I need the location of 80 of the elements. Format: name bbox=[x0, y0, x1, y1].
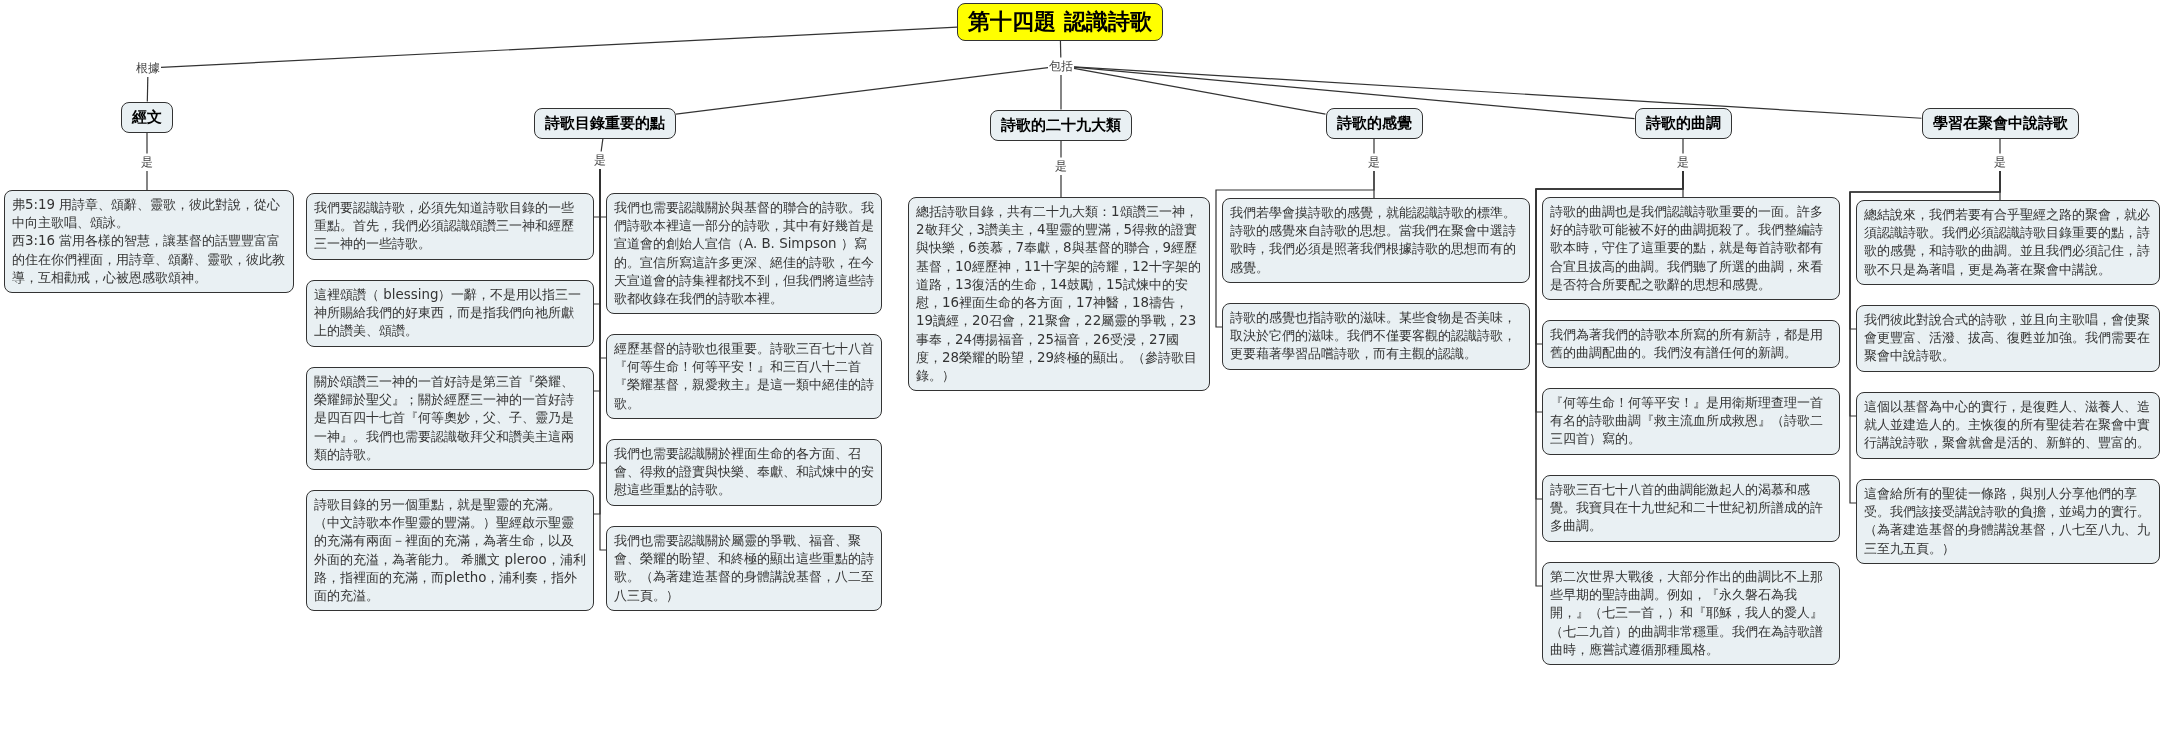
note-box bbox=[4, 190, 294, 294]
note-text: 詩歌三百七十八首的曲調能激起人的渴慕和感覺。我寶貝在十九世紀和二十世紀初所譜成的許多曲調。 bbox=[1550, 481, 1824, 536]
connector-line bbox=[160, 26, 958, 68]
connector-line bbox=[1682, 137, 1684, 155]
connector-line bbox=[1073, 66, 1923, 119]
connector-line bbox=[1215, 169, 1375, 328]
note-box bbox=[306, 367, 594, 471]
connector-line bbox=[146, 131, 148, 155]
concept-label: 詩歌目錄重要的點 bbox=[545, 113, 665, 133]
note-text: 我們也需要認識關於屬靈的爭戰、福音、聚會、榮耀的盼望、和終極的顯出這些重點的詩歌。（為著建造基督的身體講說基督，八二至八三頁。） bbox=[614, 532, 874, 605]
connector-line bbox=[1849, 169, 2001, 504]
concept-label: 詩歌的二十九大類 bbox=[1001, 115, 1121, 135]
linking-phrase: 是 bbox=[1676, 153, 1690, 171]
note-text: 這會給所有的聖徒一條路，與別人分享他們的享受。我們該接受講說詩歌的負擔，並竭力的實行。（為著建造基督的身體講說基督，八七至八九、九三至九五頁。） bbox=[1864, 485, 2151, 558]
note-text: 總括詩歌目錄，共有二十九大類：1頌讚三一神，2敬拜父，3讚美主，4聖靈的豐滿，5得救的證實與快樂，6羨慕，7奉獻，8與基督的聯合，9經歷基督，10經歷神，11十字架的誇耀，12十字架的道路，13復活的生命，14鼓勵，15試煉中的安慰，16裡面生命的各方面，17神醫，18禱告，19讀經，20召會，21聚會，22屬靈的爭戰，23事奉，24傳揚福音，25福音，26受浸，27國度，28榮耀的盼望，29終極的顯出。（參詩歌目錄。） bbox=[916, 203, 1202, 385]
note-text: 我們為著我們的詩歌本所寫的所有新詩，都是用舊的曲調配曲的。我們沒有譜任何的新調。 bbox=[1550, 326, 1824, 363]
concept-label: 學習在聚會中說詩歌 bbox=[1932, 113, 2068, 133]
note-box bbox=[1542, 197, 1840, 301]
concept-label: 第十四題 認識詩歌 bbox=[968, 7, 1152, 36]
note-text: 『何等生命！何等平安！』是用衛斯理查理一首有名的詩歌曲調『救主流血所成救恩』（詩歌二三四首）寫的。 bbox=[1550, 394, 1824, 449]
connector-line bbox=[1060, 139, 1062, 159]
linking-phrase: 是 bbox=[140, 153, 154, 171]
note-text: 詩歌的感覺也指詩歌的滋味。某些食物是否美味，取決於它們的滋味。我們不僅要客觀的認識詩歌，更要藉著學習品嚐詩歌，而有主觀的認識。 bbox=[1230, 309, 1517, 364]
note-text: 我們也需要認識關於裡面生命的各方面、召會、得救的證實與快樂、奉獻、和試煉中的安慰這些重點的詩歌。 bbox=[614, 445, 874, 500]
linking-phrase: 根據 bbox=[135, 59, 161, 77]
concept-box bbox=[1325, 107, 1423, 139]
note-text: 詩歌目錄的另一個重點，就是聖靈的充滿。（中文詩歌本作聖靈的豐滿。）聖經啟示聖靈的充滿有兩面－裡面的充滿，為著生命，以及外面的充溢，為著能力。 希臘文 pleroo，浦利路，指裡面的充滿，而pletho，浦利奏，指外面的充溢。 bbox=[314, 496, 586, 606]
note-box bbox=[1856, 479, 2160, 564]
note-box bbox=[1222, 198, 1530, 283]
note-text: 第二次世界大戰後，大部分作出的曲調比不上那些早期的聖詩曲調。例如，『永久磐石為我開，』（七三一首，）和『耶穌，我人的愛人』（七二九首）的曲調非常穩重。我們在為詩歌譜曲時，應嘗試遵循那種風格。 bbox=[1550, 568, 1824, 659]
note-box bbox=[306, 193, 594, 260]
concept-label: 經文 bbox=[132, 107, 162, 127]
note-box bbox=[606, 526, 882, 611]
note-box bbox=[606, 334, 882, 419]
concept-box bbox=[1634, 107, 1732, 139]
note-text: 弗5:19 用詩章、頌辭、靈歌，彼此對說，從心中向主歌唱、頌詠。 bbox=[12, 196, 282, 233]
note-text: 我們也需要認識關於與基督的聯合的詩歌。我們詩歌本裡這一部分的詩歌，其中有好幾首是宣道會的創始人宣信（A. B. Simpson ）寫的。宣信所寫這許多更深、絕佳的詩歌，在今天宣道會的詩集裡都找不到，但我們將這些詩歌都收錄在我們的詩歌本裡。 bbox=[614, 199, 874, 309]
note-text: 這裡頌讚（ blessing）一辭，不是用以指三一神所賜給我們的好東西，而是指我們向祂所獻上的讚美、頌讚。 bbox=[314, 286, 583, 341]
note-box bbox=[1222, 303, 1530, 370]
note-box bbox=[1542, 388, 1840, 455]
concept-box bbox=[990, 109, 1132, 141]
linking-phrase: 是 bbox=[1367, 153, 1381, 171]
note-box bbox=[1856, 392, 2160, 459]
note-box bbox=[1856, 200, 2160, 285]
note-text: 我們要認識詩歌，必須先知道詩歌目錄的一些重點。首先，我們必須認識頌讚三一神和經歷三一神的一些詩歌。 bbox=[314, 199, 575, 254]
note-text: 西3:16 當用各樣的智慧，讓基督的話豐豐富富的住在你們裡面，用詩章、頌辭、靈歌，彼此教導，互相勸戒，心被恩感歌頌神。 bbox=[12, 232, 286, 287]
note-text: 這個以基督為中心的實行，是復甦人、滋養人、造就人並建造人的。主恢復的所有聖徒若在聚會中實行講說詩歌，聚會就會是活的、新鮮的、豐富的。 bbox=[1864, 398, 2151, 453]
linking-phrase: 是 bbox=[593, 151, 607, 169]
note-box bbox=[1542, 320, 1840, 369]
note-text: 我們彼此對說合式的詩歌，並且向主歌唱，會使聚會更豐富、活潑、拔高、復甦並加強。我們需要在聚會中說詩歌。 bbox=[1864, 311, 2151, 366]
connector-line bbox=[146, 75, 149, 103]
linking-phrase: 是 bbox=[1993, 153, 2007, 171]
linking-phrase: 是 bbox=[1054, 157, 1068, 175]
note-box bbox=[1542, 562, 1840, 666]
note-box bbox=[306, 280, 594, 347]
concept-box bbox=[534, 107, 676, 139]
note-box bbox=[1542, 475, 1840, 542]
connector-line bbox=[675, 67, 1049, 115]
note-text: 經歷基督的詩歌也很重要。詩歌三百七十八首『何等生命！何等平安！』和三百八十二首『榮耀基督，親愛救主』是這一類中絕佳的詩歌。 bbox=[614, 340, 874, 413]
note-text: 總結說來，我們若要有合乎聖經之路的聚會，就必須認識詩歌。我們必須認識詩歌目錄重要的點，詩歌的感覺，和詩歌的曲調。並且我們必須記住，詩歌不只是為著唱，更是為著在聚會中講說。 bbox=[1864, 206, 2151, 279]
linking-phrase: 包括 bbox=[1048, 57, 1074, 75]
concept-box bbox=[121, 101, 173, 133]
connector-line bbox=[1060, 173, 1062, 198]
connector-line bbox=[1999, 137, 2001, 155]
connector-line bbox=[146, 169, 148, 191]
connector-line bbox=[1060, 73, 1062, 111]
concept-label: 詩歌的曲調 bbox=[1645, 113, 1721, 133]
connector-line bbox=[1373, 137, 1375, 155]
concept-box bbox=[1921, 107, 2079, 139]
connector-line bbox=[600, 137, 604, 153]
connector-line bbox=[1073, 66, 1636, 120]
topic-box bbox=[957, 3, 1163, 41]
note-box bbox=[1856, 305, 2160, 372]
note-text: 我們若學會摸詩歌的感覺，就能認識詩歌的標準。詩歌的感覺來自詩歌的思想。當我們在聚會中選詩歌時，我們必須是照著我們根據詩歌的思想而有的感覺。 bbox=[1230, 204, 1517, 277]
note-text: 關於頌讚三一神的一首好詩是第三首『榮耀、榮耀歸於聖父』；關於經歷三一神的一首好詩是四百四十七首『何等奧妙，父、子、靈乃是一神』。我們也需要認識敬拜父和讚美主這兩類的詩歌。 bbox=[314, 373, 575, 464]
concept-label: 詩歌的感覺 bbox=[1336, 113, 1412, 133]
connector-line bbox=[1073, 67, 1327, 115]
note-text: 詩歌的曲調也是我們認識詩歌重要的一面。許多好的詩歌可能被不好的曲調扼殺了。我們整編詩歌本時，守住了這重要的點，就是每首詩歌都有合宜且拔高的曲調。我們聽了所選的曲調，來看是否符合所要配之歌辭的思想和感覺。 bbox=[1550, 203, 1824, 294]
note-box bbox=[606, 193, 882, 315]
note-box bbox=[606, 439, 882, 506]
